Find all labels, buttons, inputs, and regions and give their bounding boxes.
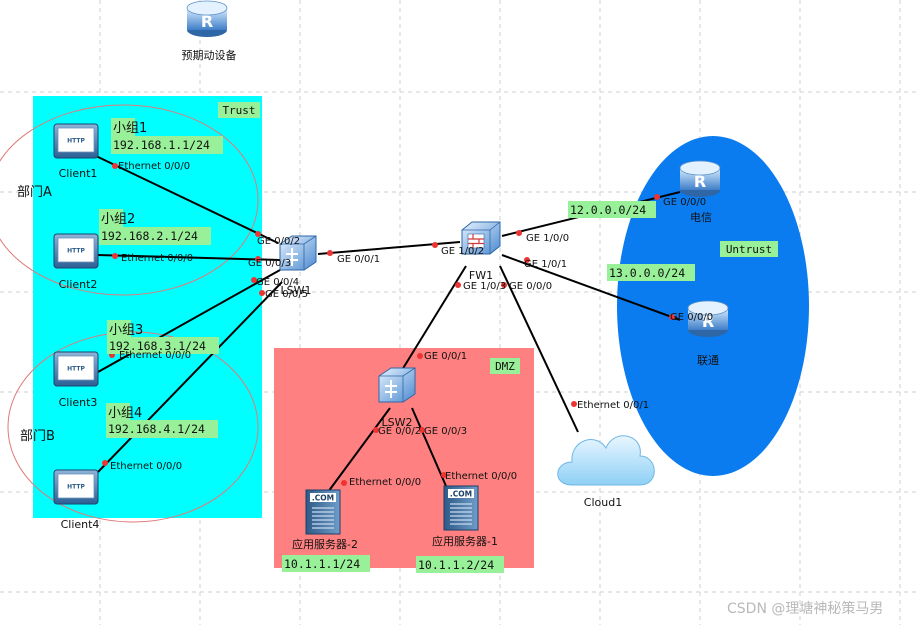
subnet-label: 192.168.3.1/24: [109, 339, 206, 353]
lsw2-port-label: GE 0/0/2: [378, 426, 421, 437]
http-client-icon: [53, 351, 99, 387]
server-1[interactable]: 应用服务器-1: [432, 485, 498, 548]
http-client-icon: [53, 469, 99, 505]
client3-port-label: Ethernet 0/0/0: [119, 350, 191, 361]
lsw1-switch[interactable]: LSW1: [279, 235, 317, 297]
dept-b-label: 部门B: [20, 429, 55, 444]
client2[interactable]: Client2: [53, 233, 99, 291]
router-subnet-label: 13.0.0.0/24: [609, 266, 685, 280]
fw1-port-label: GE 1/0/2: [441, 246, 484, 257]
cloud-port-label: Ethernet 0/0/1: [577, 400, 649, 411]
legend-label: 预期动设备: [182, 48, 237, 62]
client-name: Client3: [59, 396, 98, 409]
link-client3-lsw1: [97, 269, 281, 373]
link-fw1-cloud: [499, 265, 579, 433]
router-dianxin[interactable]: 电信: [679, 160, 721, 224]
subnet-label: 192.168.1.1/24: [113, 138, 210, 152]
server2-port-label: Ethernet 0/0/0: [349, 477, 421, 488]
link-fw1-liantong: [501, 254, 681, 321]
dmz-zone-label: DMZ: [495, 360, 515, 373]
com-server-icon: [305, 489, 341, 535]
server-name: 应用服务器-1: [432, 534, 498, 548]
router-name: 联通: [697, 354, 719, 367]
http-client-icon: [53, 233, 99, 269]
dept-a-label: 部门A: [17, 185, 52, 200]
client4[interactable]: Client4: [53, 469, 100, 531]
subnet-label: 192.168.4.1/24: [108, 422, 205, 436]
fw1-port-label: GE 1/0/0: [526, 233, 569, 244]
client4-port-label: Ethernet 0/0/0: [110, 461, 182, 472]
router-subnet-label: 12.0.0.0/24: [570, 203, 646, 217]
watermark: CSDN @理塘神秘策马男: [727, 600, 883, 617]
port-dots: [102, 163, 675, 486]
router-name: 电信: [690, 211, 712, 224]
client2-port-label: Ethernet 0/0/0: [121, 253, 193, 264]
lsw2-port-label: GE 0/0/3: [424, 426, 467, 437]
link-lsw1-fw1: [317, 241, 461, 255]
fw1-port-label: GE 0/0/0: [509, 281, 552, 292]
link-fw1-lsw2: [401, 265, 467, 371]
router-port-label: GE 0/0/0: [663, 197, 706, 208]
router-liantong[interactable]: 联通: [687, 300, 729, 367]
link-lsw2-server1: [411, 407, 447, 487]
client1[interactable]: Client1: [53, 123, 99, 180]
switch-icon: [378, 367, 416, 403]
lsw2-port-label: GE 0/0/1: [424, 351, 467, 362]
client3[interactable]: Client3: [53, 351, 99, 409]
lsw2-name: LSW2: [382, 416, 413, 429]
server2-subnet-label: 10.1.1.1/24: [284, 557, 360, 571]
server1-port-label: Ethernet 0/0/0: [445, 471, 517, 482]
lsw1-port-label: GE 0/0/5: [265, 289, 308, 300]
lsw1-port-label: GE 0/0/4: [256, 277, 299, 288]
server-name: 应用服务器-2: [292, 537, 358, 551]
server1-subnet-label: 10.1.1.2/24: [418, 558, 494, 572]
client-name: Client2: [59, 278, 98, 291]
client-name: Client1: [59, 167, 98, 180]
dept-a-circle: [0, 104, 259, 296]
cloud-name: Cloud1: [584, 496, 622, 509]
dept-b-circle: [7, 331, 259, 523]
client1-port-label: Ethernet 0/0/0: [118, 161, 190, 172]
lsw2-switch[interactable]: LSW2: [378, 367, 416, 429]
group-label: 小组1: [113, 121, 147, 136]
http-client-icon: [53, 123, 99, 159]
group-label: 小组4: [108, 406, 142, 421]
client-name: Client4: [61, 518, 100, 531]
lsw1-port-label: GE 0/0/2: [257, 236, 300, 247]
group-label: 小组2: [101, 212, 135, 227]
trust-zone-label: Trust: [222, 104, 255, 117]
group-label: 小组3: [109, 323, 143, 338]
legend-router-icon: [186, 0, 228, 38]
untrust-zone-label: Untrust: [726, 243, 772, 256]
fw1-port-label: GE 1/0/3: [463, 281, 506, 292]
router-port-label: GE 0/0/0: [670, 312, 713, 323]
link-client2-lsw1: [97, 254, 281, 261]
com-server-icon: [443, 485, 479, 531]
router-icon: [679, 160, 721, 198]
link-client1-lsw1: [95, 155, 279, 244]
cloud-icon: [557, 435, 655, 486]
fw1-port-label: GE 1/0/1: [524, 259, 567, 270]
fw1-firewall[interactable]: FW1: [461, 221, 501, 282]
trust-zone: [33, 96, 262, 518]
link-lsw2-server2: [327, 407, 391, 493]
server-2[interactable]: 应用服务器-2: [292, 489, 358, 551]
cloud1[interactable]: Cloud1: [557, 435, 655, 509]
subnet-label: 192.168.2.1/24: [101, 229, 198, 243]
lsw1-port-label: GE 0/0/1: [337, 254, 380, 265]
link-client4-lsw1: [97, 281, 283, 473]
lsw1-name: LSW1: [281, 284, 312, 297]
fw1-name: FW1: [469, 269, 493, 282]
lsw1-port-label: GE 0/0/3: [248, 258, 291, 269]
